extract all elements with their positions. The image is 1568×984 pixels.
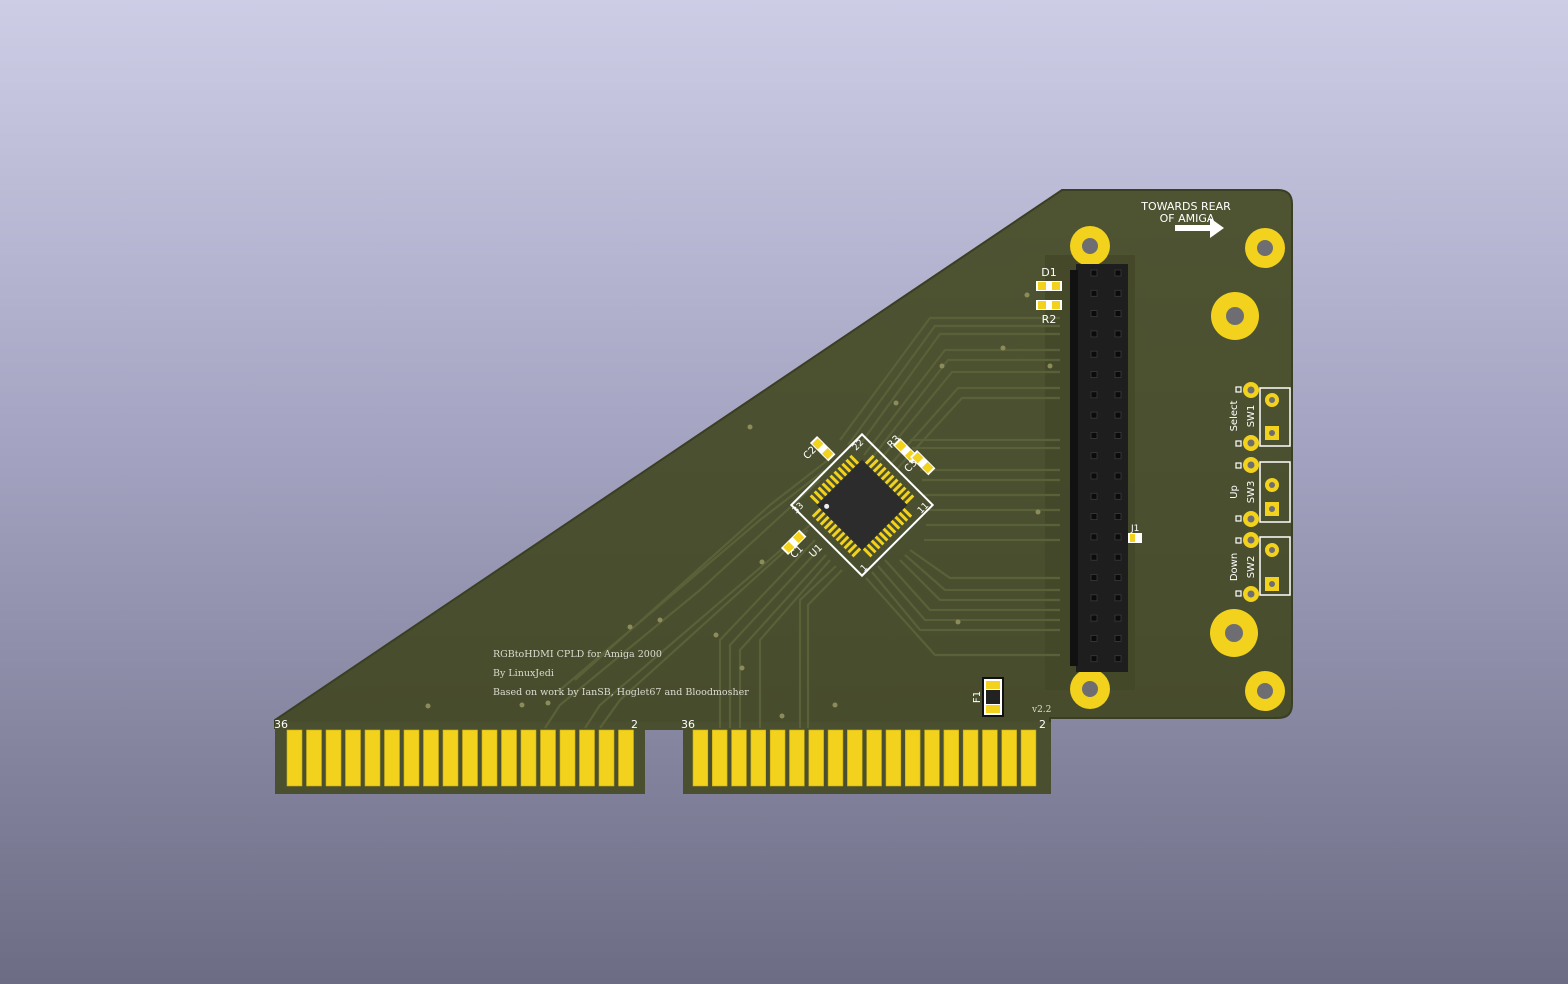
board-title: RGBtoHDMI CPLD for Amiga 2000 bbox=[493, 649, 662, 660]
fuse-f1 bbox=[982, 677, 1004, 717]
left-connector-start-label: 36 bbox=[274, 718, 288, 731]
label-j1: J1 bbox=[1130, 524, 1139, 534]
label-sw3: SW3 bbox=[1246, 481, 1257, 504]
label-d1: D1 bbox=[1041, 266, 1056, 279]
mounting-hole-icon bbox=[1245, 671, 1285, 711]
edge-connector-right bbox=[692, 729, 1037, 787]
direction-label-line1: TOWARDS REAR bbox=[1140, 200, 1231, 213]
direction-label-line2: OF AMIGA bbox=[1160, 212, 1215, 225]
led-d1 bbox=[1036, 281, 1062, 291]
resistor-r2 bbox=[1036, 300, 1062, 310]
board-credits: Based on work by IanSB, Hoglet67 and Blo… bbox=[493, 687, 749, 698]
label-r2: R2 bbox=[1042, 313, 1057, 326]
capacitor-c2 bbox=[809, 435, 836, 462]
pin-header-j1 bbox=[1070, 264, 1128, 672]
right-connector-end-label: 2 bbox=[1039, 718, 1046, 731]
qfp-chip-u1 bbox=[789, 432, 935, 578]
capacitor-c3 bbox=[909, 449, 936, 476]
label-sw1: SW1 bbox=[1246, 405, 1257, 428]
right-connector-start-label: 36 bbox=[681, 718, 695, 731]
label-pin1: 1 bbox=[859, 563, 870, 574]
edge-connector-left bbox=[286, 729, 634, 787]
pcb-board bbox=[274, 189, 1293, 729]
capacitor-c1 bbox=[780, 529, 807, 556]
board-version: v2.2 bbox=[1031, 705, 1051, 715]
label-up: Up bbox=[1229, 485, 1240, 499]
mounting-hole-icon bbox=[1070, 669, 1110, 709]
switches bbox=[1235, 382, 1291, 602]
arrow-right-icon bbox=[1175, 218, 1224, 238]
label-down: Down bbox=[1229, 553, 1240, 581]
mounting-hole-icon bbox=[1070, 226, 1110, 266]
mounting-hole-icon bbox=[1245, 228, 1285, 268]
smd-j1-marker bbox=[1128, 533, 1142, 543]
board-author: By LinuxJedi bbox=[493, 668, 554, 679]
vias bbox=[425, 292, 1053, 719]
label-select: Select bbox=[1229, 401, 1240, 432]
label-sw2: SW2 bbox=[1246, 556, 1257, 579]
smd-parts bbox=[780, 281, 1142, 717]
mounting-hole-icon bbox=[1210, 609, 1258, 657]
left-connector-end-label: 2 bbox=[631, 718, 638, 731]
mounting-hole-icon bbox=[1211, 292, 1259, 340]
mounting-holes bbox=[1070, 226, 1285, 711]
label-f1: F1 bbox=[972, 691, 983, 703]
